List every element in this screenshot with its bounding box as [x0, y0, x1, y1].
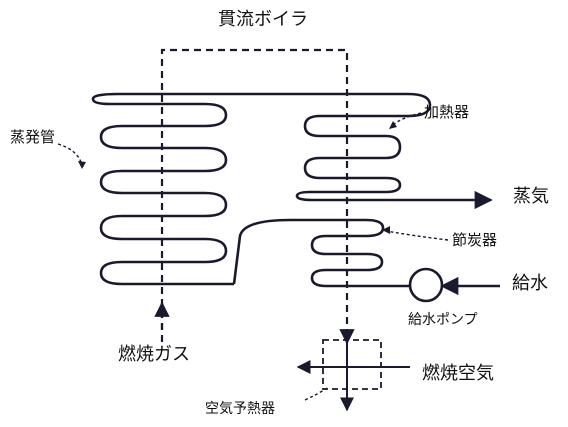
- steam-label: 蒸気: [513, 186, 549, 207]
- economizer-label: 節炭器: [452, 231, 498, 249]
- gas-flow-path: [160, 48, 349, 338]
- pump-icon: [408, 267, 444, 303]
- leader-evaporator: [57, 143, 83, 166]
- air-preheater-label: 空気予熱器: [205, 401, 275, 417]
- leader-economizer: [385, 230, 449, 241]
- combustion-gas-label: 燃焼ガス: [118, 344, 190, 365]
- evaporator-tube-label: 蒸発管: [10, 128, 56, 146]
- evaporator-coil: [91, 92, 485, 286]
- economizer-coil: [232, 218, 420, 288]
- feed-water-label: 給水: [512, 273, 548, 294]
- diagram-title: 貫流ボイラ: [218, 9, 308, 30]
- combustion-air-label: 燃焼空気: [422, 363, 494, 384]
- superheater-label: 加熱器: [424, 103, 470, 121]
- feed-pump-label: 給水ポンプ: [408, 312, 478, 328]
- leader-air-preheater: [304, 387, 328, 401]
- air-preheater-box: [322, 339, 382, 390]
